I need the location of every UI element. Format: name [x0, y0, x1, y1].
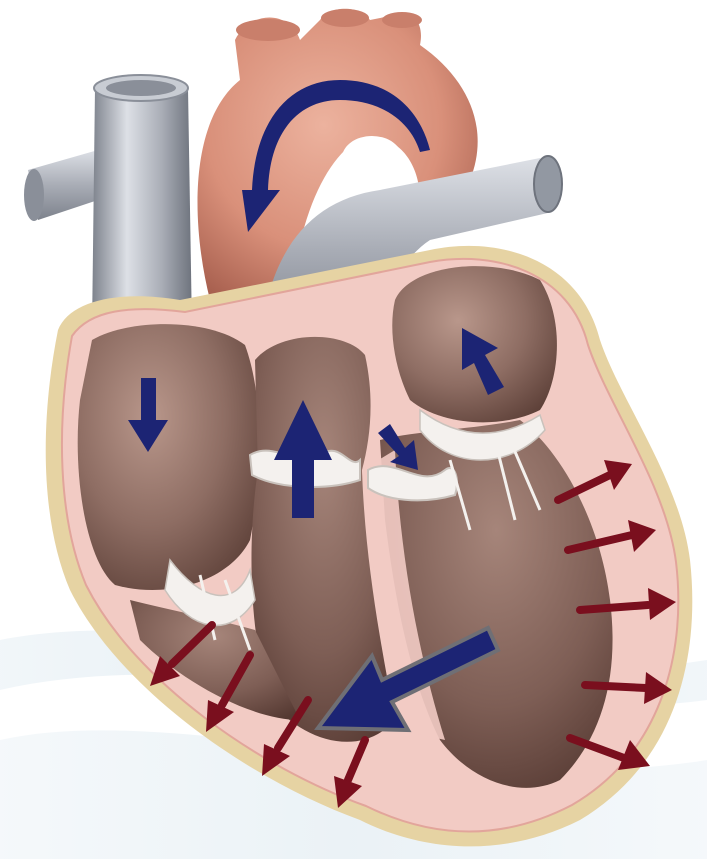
superior-vena-cava: [24, 75, 192, 330]
right-atrium: [78, 324, 260, 590]
